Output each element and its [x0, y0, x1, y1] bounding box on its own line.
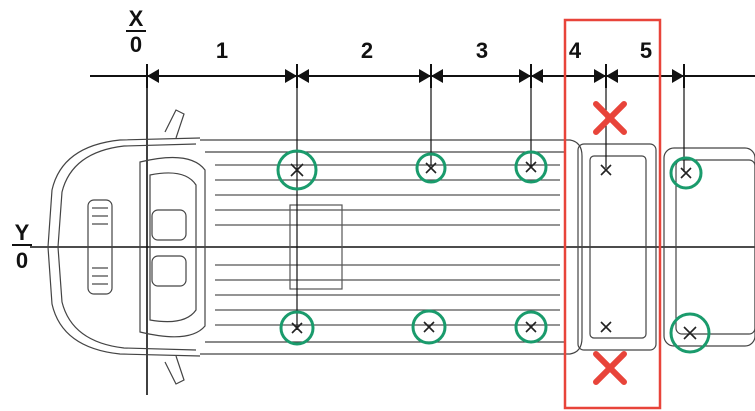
x-axis-zero: 0 [130, 32, 142, 57]
mount-point-circle [514, 150, 548, 184]
mount-point-circle [669, 312, 711, 354]
segment-label-5: 5 [640, 38, 652, 63]
segment-label-2: 2 [361, 38, 373, 63]
segment-label-4: 4 [569, 38, 582, 63]
mount-point-circle [411, 309, 447, 345]
cross-mark-icon [593, 351, 627, 385]
segment-label-3: 3 [476, 38, 488, 63]
mount-point-circle [669, 156, 703, 190]
segment-label-1: 1 [216, 38, 228, 63]
mount-point-circle [514, 310, 548, 344]
van-body [47, 109, 755, 385]
rear-mount-points [600, 164, 612, 333]
x-axis-label: X 0 [126, 6, 146, 57]
segment-labels: 1 2 3 4 5 [216, 38, 652, 63]
y-axis-zero: 0 [16, 248, 28, 273]
mount-point-circle [276, 149, 318, 191]
cross-mark-icon [593, 101, 627, 135]
y-axis-letter: Y [15, 220, 30, 245]
rejected-zone-box [563, 18, 662, 410]
dimension-ticks [146, 64, 685, 88]
y-axis-label: Y 0 [12, 220, 32, 273]
mount-point-circle [415, 152, 447, 184]
rejected-cross-marks [593, 101, 627, 385]
x-axis-letter: X [129, 6, 144, 31]
roof-ribs [215, 164, 560, 326]
mount-point-circle [279, 310, 315, 346]
mount-guides [296, 88, 685, 330]
approved-mounting-points [276, 149, 711, 354]
